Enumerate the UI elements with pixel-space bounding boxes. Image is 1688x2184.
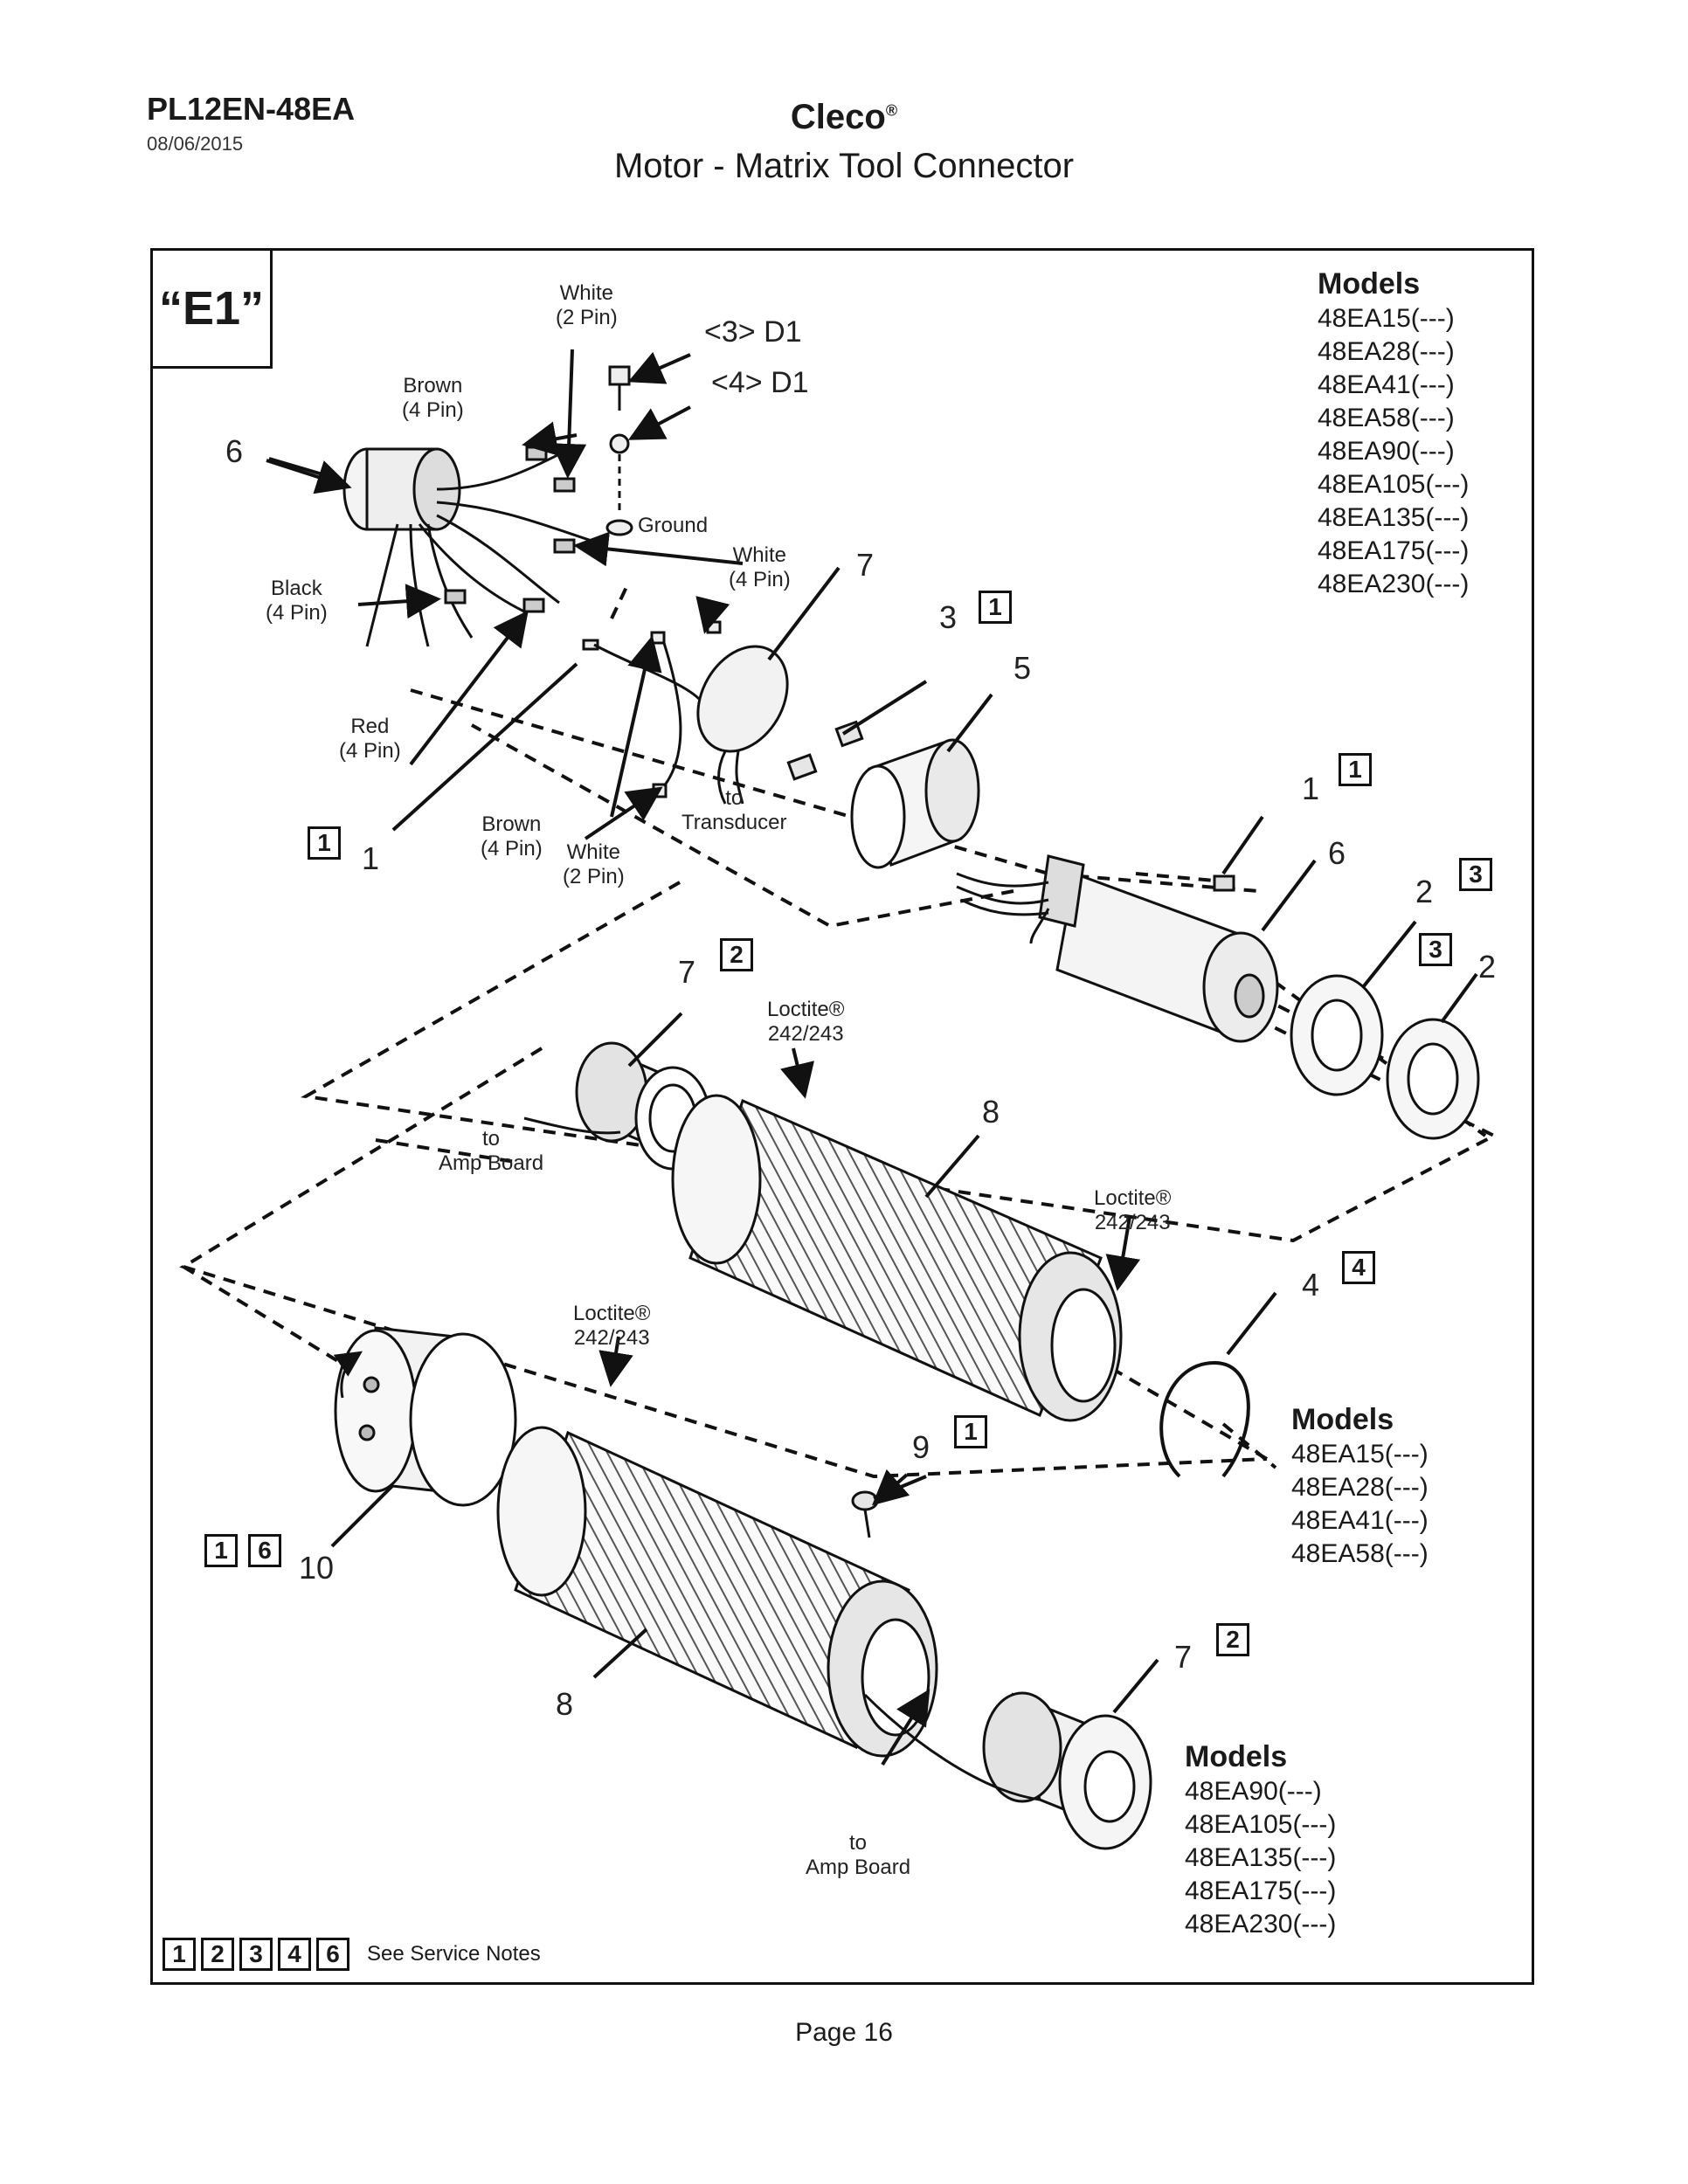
part-number-2: 2 xyxy=(1415,874,1434,909)
label-loctite-2: Loctite® 242/243 xyxy=(1094,1186,1172,1234)
label-white-4pin: White (4 Pin) xyxy=(729,543,791,591)
service-note-box: 4 xyxy=(1342,1251,1375,1284)
model-item: 48EA230(---) xyxy=(1185,1910,1337,1939)
figure-tag: “E1” xyxy=(150,248,273,369)
connector-plate-top xyxy=(696,645,789,805)
service-note-box: 6 xyxy=(248,1534,281,1567)
motor-part-6 xyxy=(956,854,1279,1043)
service-note-box: 2 xyxy=(1216,1623,1249,1656)
part-number-1: 1 xyxy=(1302,771,1320,806)
service-note-box: 2 xyxy=(720,938,753,971)
label-ground: Ground xyxy=(638,514,709,537)
label-brown-4pin-bottom: Brown (4 Pin) xyxy=(481,812,543,860)
part-number-7: 7 xyxy=(856,547,875,583)
service-note-box: 1 xyxy=(308,826,341,860)
models-heading: Models xyxy=(1318,267,1421,301)
part-number-5: 5 xyxy=(1013,650,1032,686)
service-notes-text: See Service Notes xyxy=(367,1942,541,1966)
leader-lines xyxy=(268,457,1478,1714)
service-note-box: 1 xyxy=(1339,753,1372,786)
service-note-box: 1 xyxy=(979,591,1012,624)
label-d1-4: <4> D1 xyxy=(711,366,809,399)
brand-text: Cleco xyxy=(790,98,886,136)
model-item: 48EA41(---) xyxy=(1318,370,1455,399)
part-number-7: 7 xyxy=(678,954,696,990)
part-number-4: 4 xyxy=(1302,1267,1320,1303)
part-number-3: 3 xyxy=(939,599,958,635)
gear-connector-mid xyxy=(523,1041,711,1171)
part-number-1: 1 xyxy=(362,840,380,876)
models-heading: Models xyxy=(1185,1740,1288,1773)
models-list-all: Models 48EA15(---) 48EA28(---) 48EA41(--… xyxy=(1318,266,1469,601)
model-item: 48EA175(---) xyxy=(1185,1876,1337,1905)
page-title: Motor - Matrix Tool Connector xyxy=(613,147,1075,185)
document-id: PL12EN-48EA xyxy=(147,91,356,127)
model-item: 48EA28(---) xyxy=(1291,1473,1429,1502)
model-item: 48EA135(---) xyxy=(1318,503,1470,532)
leader-arrows xyxy=(266,349,1141,1766)
label-loctite-3: Loctite® 242/243 xyxy=(573,1302,651,1350)
model-item: 48EA90(---) xyxy=(1318,437,1455,466)
label-white-2pin-bottom: White (2 Pin) xyxy=(563,840,625,888)
service-note-box: 3 xyxy=(1419,933,1452,966)
label-to-amp-board-upper: to Amp Board xyxy=(439,1127,544,1175)
stator-part-8-upper xyxy=(671,1094,1123,1422)
part-number-6: 6 xyxy=(1328,835,1346,871)
washers-part-2 xyxy=(1290,974,1480,1140)
service-note-box: 1 xyxy=(163,1938,196,1971)
label-red-4pin: Red (4 Pin) xyxy=(339,715,401,763)
label-black-4pin: Black (4 Pin) xyxy=(266,577,328,625)
sleeve-part-5 xyxy=(850,738,980,869)
model-item: 48EA28(---) xyxy=(1318,337,1455,366)
models-heading: Models xyxy=(1291,1403,1394,1436)
service-note-box: 3 xyxy=(239,1938,273,1971)
model-item: 48EA58(---) xyxy=(1318,404,1455,432)
model-item: 48EA58(---) xyxy=(1291,1539,1429,1568)
models-list-small: Models 48EA15(---) 48EA28(---) 48EA41(--… xyxy=(1291,1401,1429,1571)
part-number-2: 2 xyxy=(1478,949,1497,985)
models-list-large: Models 48EA90(---) 48EA105(---) 48EA135(… xyxy=(1185,1738,1336,1941)
gear-connector-lower xyxy=(863,1691,1152,1850)
screw-part-9 xyxy=(851,1490,879,1538)
part-number-9: 9 xyxy=(912,1429,930,1465)
part-number-8: 8 xyxy=(556,1686,574,1722)
service-note-box: 1 xyxy=(204,1534,238,1567)
service-note-box: 2 xyxy=(201,1938,234,1971)
model-item: 48EA135(---) xyxy=(1185,1843,1337,1872)
label-white-2pin-top: White (2 Pin) xyxy=(556,281,618,329)
part-number-7: 7 xyxy=(1174,1639,1193,1675)
model-item: 48EA230(---) xyxy=(1318,570,1470,598)
model-item: 48EA41(---) xyxy=(1291,1506,1429,1535)
ground-screw-assembly xyxy=(605,365,633,536)
service-note-box: 1 xyxy=(954,1415,987,1448)
part-number-10: 10 xyxy=(299,1550,335,1586)
brand-name: Cleco® xyxy=(0,98,1688,137)
model-item: 48EA90(---) xyxy=(1185,1777,1322,1806)
label-to-amp-board-lower: to Amp Board xyxy=(806,1831,911,1879)
label-loctite-1: Loctite® 242/243 xyxy=(767,998,845,1046)
service-note-box: 3 xyxy=(1459,858,1492,891)
brand-registered-mark: ® xyxy=(885,101,898,120)
model-item: 48EA105(---) xyxy=(1318,470,1470,499)
motor-connector-assembly xyxy=(342,446,595,647)
model-item: 48EA15(---) xyxy=(1291,1440,1429,1469)
page-number: Page 16 xyxy=(795,2018,893,2047)
end-cap-part-10 xyxy=(333,1326,517,1507)
retaining-ring-part-4 xyxy=(1159,1360,1250,1478)
model-item: 48EA175(---) xyxy=(1318,536,1470,565)
label-brown-4pin-top: Brown (4 Pin) xyxy=(402,374,464,422)
figure-frame xyxy=(150,248,1534,1985)
service-note-box: 4 xyxy=(278,1938,311,1971)
service-note-box: 6 xyxy=(316,1938,349,1971)
label-d1-3: <3> D1 xyxy=(704,315,802,349)
model-item: 48EA105(---) xyxy=(1185,1810,1337,1839)
part-number-8: 8 xyxy=(982,1094,1000,1130)
label-to-transducer: to Transducer xyxy=(681,786,787,834)
document-date: 08/06/2015 xyxy=(147,133,244,155)
model-item: 48EA15(---) xyxy=(1318,304,1455,333)
service-notes-legend: 1 2 3 4 6 See Service Notes xyxy=(163,1938,541,1971)
part-number-6: 6 xyxy=(225,433,244,469)
